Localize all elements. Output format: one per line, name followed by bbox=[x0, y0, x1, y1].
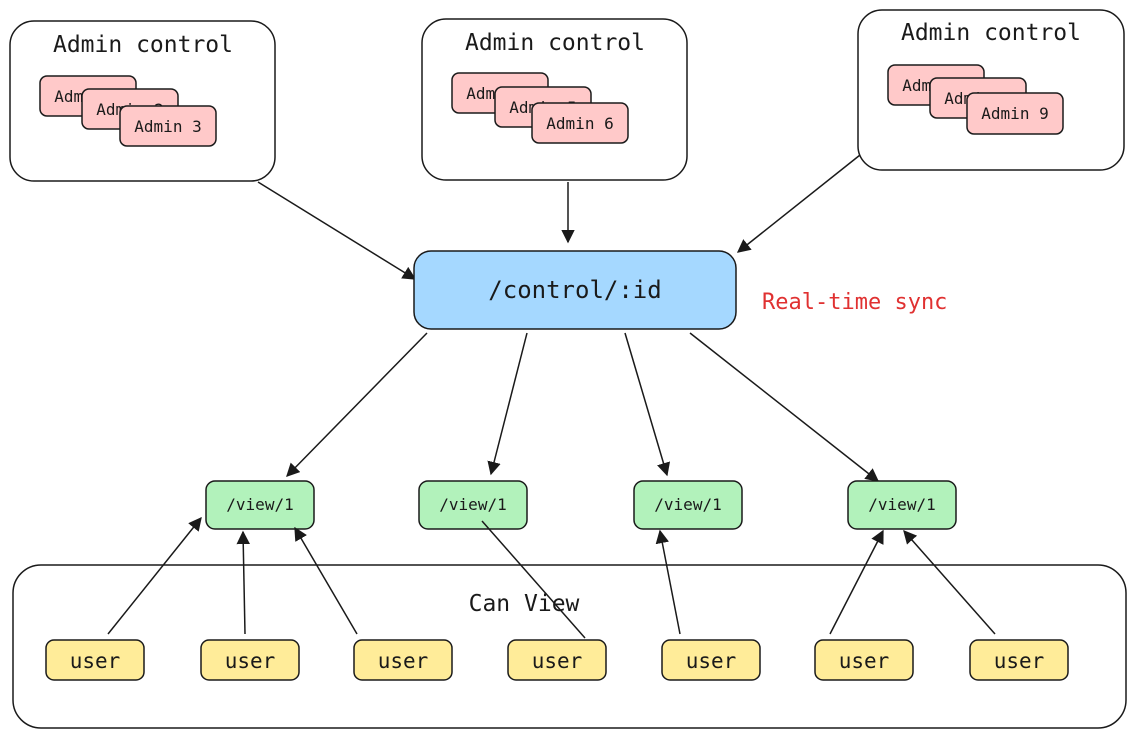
svg-text:user: user bbox=[378, 649, 429, 673]
arrow-user-2-to-view-1 bbox=[236, 530, 250, 635]
user-node-5: user bbox=[661, 639, 761, 681]
view-node-4: /view/1 bbox=[847, 480, 957, 530]
admin-group-3-title: Admin control bbox=[901, 20, 1081, 46]
arrow-user-6-to-view-4 bbox=[829, 529, 884, 635]
user-node-1: user bbox=[45, 639, 145, 681]
svg-text:user: user bbox=[532, 649, 583, 673]
view-node-1: /view/1 bbox=[205, 480, 315, 530]
admin-card-9: Admin 9 bbox=[966, 92, 1064, 135]
viewers-group-frame bbox=[12, 564, 1127, 729]
arrow-control-to-view-3 bbox=[624, 332, 671, 477]
svg-text:user: user bbox=[225, 649, 276, 673]
admin-group-2: Admin control Admin 4 Admin 5 Admin 6 bbox=[421, 18, 688, 181]
user-node-4: user bbox=[507, 639, 607, 681]
control-endpoint-node: /control/:id bbox=[413, 250, 737, 330]
arrow-admin-group-1-to-control bbox=[257, 181, 417, 280]
admin-group-3: Admin control Admin 7 Admin 8 Admin 9 bbox=[857, 9, 1125, 171]
svg-text:/view/1: /view/1 bbox=[654, 495, 721, 514]
arrow-control-to-view-2 bbox=[487, 332, 528, 476]
svg-text:user: user bbox=[686, 649, 737, 673]
admin-card-6: Admin 6 bbox=[531, 102, 629, 144]
admin-card-3: Admin 3 bbox=[119, 105, 217, 147]
user-node-7: user bbox=[969, 639, 1069, 681]
arrow-user-7-to-view-4 bbox=[903, 529, 996, 635]
svg-text:/view/1: /view/1 bbox=[439, 495, 506, 514]
user-node-6: user bbox=[814, 639, 914, 681]
view-node-2: /view/1 bbox=[418, 480, 528, 530]
svg-text:user: user bbox=[994, 649, 1045, 673]
svg-text:Admin 3: Admin 3 bbox=[134, 117, 201, 136]
admin-group-1-title: Admin control bbox=[53, 32, 233, 58]
arrow-user-5-to-view-3 bbox=[655, 529, 681, 635]
arrow-admin-group-3-to-control bbox=[736, 154, 861, 253]
view-node-3: /view/1 bbox=[633, 480, 743, 530]
svg-text:user: user bbox=[70, 649, 121, 673]
svg-text:/view/1: /view/1 bbox=[226, 495, 293, 514]
svg-text:/view/1: /view/1 bbox=[868, 495, 935, 514]
admin-group-1: Admin control Admin 1 Admin 2 Admin 3 bbox=[9, 20, 276, 182]
control-endpoint-label: /control/:id bbox=[488, 276, 661, 304]
arrow-user-1-to-view-1 bbox=[107, 516, 202, 635]
admin-group-2-title: Admin control bbox=[465, 30, 645, 56]
user-node-3: user bbox=[353, 639, 453, 681]
arrow-control-to-view-1 bbox=[286, 332, 428, 477]
user-node-2: user bbox=[200, 639, 300, 681]
svg-text:Admin 6: Admin 6 bbox=[546, 114, 613, 133]
svg-text:user: user bbox=[839, 649, 890, 673]
real-time-sync-label: Real-time sync bbox=[762, 290, 947, 315]
viewers-group-title: Can View bbox=[469, 591, 580, 617]
arrow-control-to-view-4 bbox=[689, 332, 880, 482]
arrow-user-3-to-view-1 bbox=[294, 526, 358, 635]
svg-text:Admin 9: Admin 9 bbox=[981, 104, 1048, 123]
arrow-user-4-to-view-2 bbox=[481, 520, 586, 639]
